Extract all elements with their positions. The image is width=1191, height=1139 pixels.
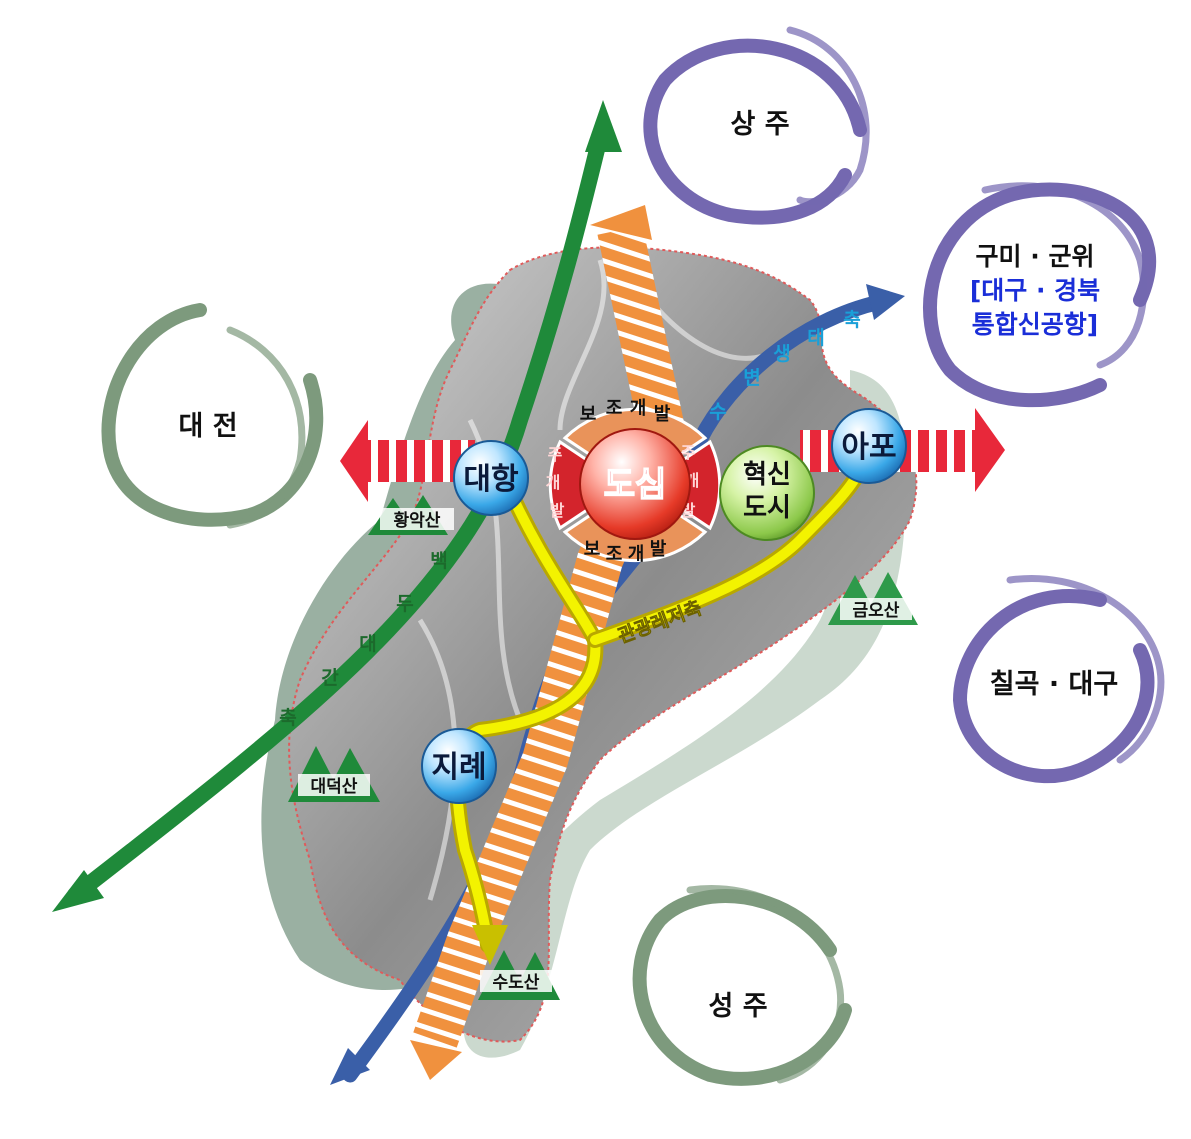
ecology-char-2: 변 <box>743 367 760 389</box>
daejeon-label: 대 전 <box>178 411 237 442</box>
daedeok-label-bg <box>298 774 370 796</box>
hwangak-label-bg <box>380 508 454 530</box>
daehang-node <box>453 440 529 516</box>
sangju-swirl <box>643 26 870 225</box>
baekdu-char-4: 간 <box>321 667 339 689</box>
innovation-city-label-2: 도시 <box>743 493 791 523</box>
ring-top-char-1: 보 <box>580 404 597 425</box>
ring-left-char-1: 주 <box>548 445 563 464</box>
ring-bottom-char-2: 조 <box>606 544 623 565</box>
ring-bottom-char-4: 발 <box>650 539 667 560</box>
baekdu-char-5: 축 <box>279 707 296 729</box>
sudo-label-bg <box>480 970 552 992</box>
ecology-char-5: 축 <box>843 309 860 331</box>
apo-node <box>831 408 907 484</box>
chilgok-swirl <box>952 575 1165 784</box>
baekdu-char-3: 대 <box>359 633 376 655</box>
east-arrowhead <box>975 408 1005 492</box>
geumo-label-bg <box>840 598 912 620</box>
ring-top-char-4: 발 <box>654 404 671 425</box>
ring-left-char-2: 개 <box>546 473 561 492</box>
ring-bottom-char-3: 개 <box>628 544 645 565</box>
ring-top-char-3: 개 <box>630 398 647 419</box>
daehang-label: 대항 <box>463 462 519 497</box>
gumi-swirl <box>923 182 1157 408</box>
ecology-char-1: 수 <box>709 401 726 423</box>
seongju-swirl <box>632 885 852 1086</box>
baekdu-arrowhead-north <box>585 100 622 152</box>
ecology-char-3: 생 <box>773 343 790 365</box>
apo-label: 아포 <box>841 430 896 465</box>
tourism-axis-path-highlight <box>452 475 601 950</box>
downtown-label: 도심 <box>604 465 667 505</box>
orange-arrowhead-north <box>590 205 652 240</box>
geumo-label: 금오산 <box>853 601 900 621</box>
innovation-city-node <box>719 445 815 541</box>
jirye-label: 지례 <box>431 750 486 785</box>
ring-top-char-2: 조 <box>606 398 623 419</box>
chilgok-label: 칠곡 · 대구 <box>990 669 1118 700</box>
tourism-axis-east-highlight <box>590 465 865 645</box>
orange-arrowhead-south <box>410 1040 462 1080</box>
jirye-node <box>421 728 497 804</box>
baekdu-arrowhead-south <box>52 870 104 912</box>
sudo-label: 수도산 <box>493 973 540 993</box>
ecology-arrowhead-ne <box>866 284 905 320</box>
ring-bottom-char-1: 보 <box>584 539 601 560</box>
gumi-label-2: [대구 · 경북 <box>970 276 1100 305</box>
gumi-label-1: 구미 · 군위 <box>976 242 1095 271</box>
hwangak-label: 황악산 <box>394 511 441 531</box>
tourism-arrowhead-south <box>472 925 508 965</box>
west-arrowhead <box>340 420 368 502</box>
daejeon-swirl <box>101 303 324 529</box>
sangju-label: 상 주 <box>730 109 789 140</box>
baekdu-char-1: 백 <box>430 550 447 572</box>
gumi-label-3: 통합신공항] <box>972 310 1098 339</box>
daedeok-label: 대덕산 <box>311 777 358 797</box>
ring-left-char-3: 발 <box>550 501 565 520</box>
north-south-development-arrow <box>413 225 685 1048</box>
baekdu-char-2: 두 <box>396 593 413 615</box>
seongju-label: 성 주 <box>708 991 767 1022</box>
downtown-node <box>579 428 691 540</box>
ecology-char-4: 태 <box>807 327 824 349</box>
innovation-city-label-1: 혁신 <box>743 460 791 490</box>
ring-right-char-1: 주 <box>681 443 696 462</box>
ecology-arrowhead-sw <box>330 1048 370 1085</box>
